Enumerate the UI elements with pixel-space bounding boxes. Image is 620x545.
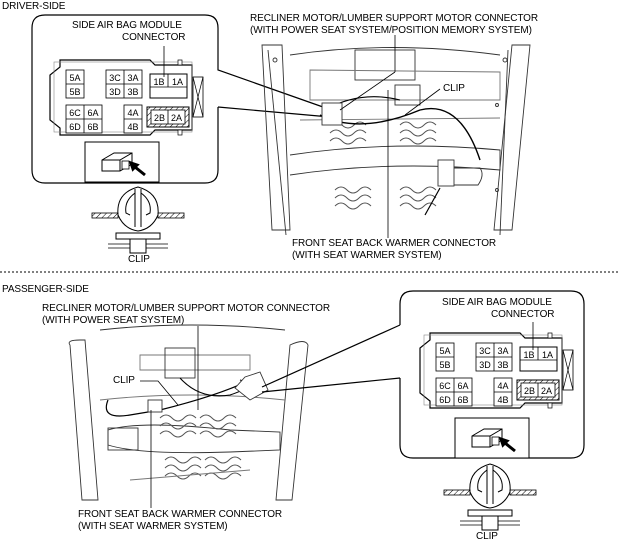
driver-clip-detail — [91, 186, 185, 254]
driver-pin-4b: 4B — [127, 122, 138, 132]
passenger-connector-callout-box — [261, 290, 585, 459]
driver-pin-5b: 5B — [69, 87, 80, 97]
passenger-warmer-label-line1: FRONT SEAT BACK WARMER CONNECTOR — [78, 509, 283, 520]
passenger-pin-3c: 3C — [479, 346, 491, 356]
connector-pin-labels: 5A 5B 3C 3A 3D 3B 1B 1A 6C 6A 6D 6B 4A 4B 2B 2A 5A 5B 3C 3A… — [69, 73, 553, 405]
passenger-pin-5b: 5B — [439, 360, 450, 370]
driver-connector-icon — [83, 140, 161, 184]
driver-pin-4a: 4A — [127, 108, 138, 118]
driver-recliner-label-line2: (WITH POWER SEAT SYSTEM/POSITION MEMORY … — [250, 25, 532, 36]
driver-pin-3b: 3B — [127, 87, 138, 97]
driver-pin-6d: 6D — [69, 122, 81, 132]
passenger-clip-callout: CLIP — [113, 375, 135, 386]
passenger-seatback-drawing — [68, 324, 309, 501]
passenger-pin-4a: 4A — [497, 381, 508, 391]
passenger-pin-4b: 4B — [497, 395, 508, 405]
passenger-pin-6d: 6D — [439, 395, 451, 405]
passenger-pin-1a: 1A — [542, 350, 553, 360]
driver-pin-6a: 6A — [87, 108, 98, 118]
driver-recliner-leader-line-2 — [339, 71, 396, 111]
passenger-pin-3b: 3B — [497, 360, 508, 370]
driver-pin-1b: 1B — [153, 77, 164, 87]
driver-clip-detail-label: CLIP — [128, 254, 150, 265]
driver-pin-1a: 1A — [172, 77, 183, 87]
driver-pin-6c: 6C — [69, 108, 81, 118]
passenger-warmer-label-line2: (WITH SEAT WARMER SYSTEM) — [78, 521, 228, 532]
passenger-connector-icon — [453, 416, 531, 460]
driver-clip-callout: CLIP — [443, 83, 465, 94]
driver-warmer-label-line1: FRONT SEAT BACK WARMER CONNECTOR — [292, 238, 497, 249]
passenger-pin-3a: 3A — [497, 346, 508, 356]
driver-airbag-connector-label-line2: CONNECTOR — [122, 32, 186, 43]
passenger-recliner-label-line2: (WITH POWER SEAT SYSTEM) — [42, 315, 185, 326]
driver-seatback-drawing — [261, 44, 531, 236]
passenger-airbag-connector-label-line2: CONNECTOR — [491, 309, 555, 320]
passenger-pin-5a: 5A — [439, 346, 450, 356]
driver-pin-2b: 2B — [154, 113, 165, 123]
driver-pin-3a: 3A — [127, 73, 138, 83]
passenger-pin-6c: 6C — [439, 381, 451, 391]
passenger-pin-2b: 2B — [524, 386, 535, 396]
passenger-recliner-label-line1: RECLINER MOTOR/LUMBER SUPPORT MOTOR CONN… — [42, 303, 330, 314]
driver-pin-3c: 3C — [109, 73, 121, 83]
passenger-pin-2a: 2A — [541, 386, 552, 396]
passenger-clip-detail — [443, 463, 537, 531]
driver-pin-6b: 6B — [87, 122, 98, 132]
driver-recliner-label-line1: RECLINER MOTOR/LUMBER SUPPORT MOTOR CONN… — [250, 13, 538, 24]
passenger-pin-1b: 1B — [523, 350, 534, 360]
passenger-airbag-connector-label-line1: SIDE AIR BAG MODULE — [442, 297, 552, 308]
passenger-clip-detail-label: CLIP — [476, 531, 498, 542]
passenger-pin-6a: 6A — [457, 381, 468, 391]
driver-pin-5a: 5A — [69, 73, 80, 83]
driver-pin-2a: 2A — [171, 113, 182, 123]
driver-clip-leader-line — [404, 88, 441, 116]
driver-pin-3d: 3D — [109, 87, 121, 97]
passenger-clip-leader-line — [140, 380, 179, 406]
driver-side-title: DRIVER-SIDE — [2, 1, 66, 12]
passenger-pin-3d: 3D — [479, 360, 491, 370]
driver-airbag-connector-label-line1: SIDE AIR BAG MODULE — [72, 20, 182, 31]
driver-warmer-label-line2: (WITH SEAT WARMER SYSTEM) — [292, 250, 442, 261]
passenger-side-title: PASSENGER-SIDE — [2, 284, 89, 295]
passenger-pin-6b: 6B — [457, 395, 468, 405]
